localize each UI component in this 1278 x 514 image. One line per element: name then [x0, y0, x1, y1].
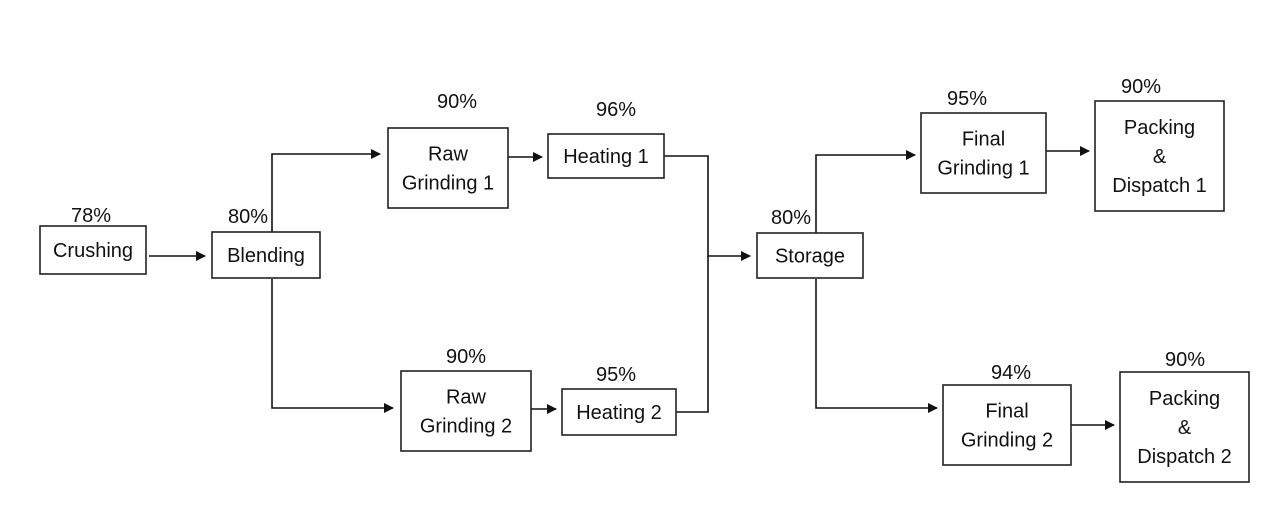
node-label: Heating 2	[576, 402, 662, 424]
node-percent: 96%	[596, 99, 636, 121]
node-box	[756, 232, 864, 279]
node-box	[547, 133, 665, 179]
arrow-heating-1-to-storage	[664, 155, 751, 261]
node-heating-2: Heating 2 95%	[561, 364, 677, 436]
node-label: Raw	[428, 144, 469, 166]
node-box	[39, 225, 147, 275]
node-packing-dispatch-2: Packing & Dispatch 2 90%	[1119, 349, 1250, 483]
node-percent: 95%	[596, 364, 636, 386]
node-label: Grinding 1	[402, 173, 494, 195]
arrow-storage-to-final-grinding-1	[815, 150, 916, 233]
node-packing-dispatch-1: Packing & Dispatch 1 90%	[1094, 76, 1225, 212]
node-box	[942, 384, 1072, 466]
node-percent: 90%	[437, 91, 477, 113]
node-crushing: Crushing 78%	[39, 205, 147, 275]
node-box	[387, 127, 509, 209]
node-box	[400, 370, 532, 452]
node-label: Grinding 2	[420, 416, 512, 438]
node-storage: Storage 80%	[756, 207, 864, 279]
node-percent: 94%	[991, 362, 1031, 384]
node-percent: 80%	[228, 206, 268, 228]
node-label: Packing	[1149, 388, 1220, 410]
node-label: Final	[985, 401, 1028, 423]
arrow-blending-to-raw-grinding-2	[271, 279, 394, 413]
node-label: &	[1178, 417, 1192, 439]
node-box	[1094, 100, 1225, 212]
node-percent: 90%	[1121, 76, 1161, 98]
arrow-storage-to-final-grinding-2	[815, 279, 938, 413]
node-percent: 78%	[71, 205, 111, 227]
connectors	[149, 146, 1115, 430]
node-label: Dispatch 2	[1137, 446, 1232, 468]
node-label: Heating 1	[563, 146, 649, 168]
node-label: Grinding 1	[937, 158, 1029, 180]
node-box	[211, 231, 321, 279]
node-label: Dispatch 1	[1112, 175, 1207, 197]
node-label: Packing	[1124, 117, 1195, 139]
node-heating-1: Heating 1 96%	[547, 99, 665, 179]
node-label: Storage	[775, 246, 845, 268]
node-box	[1119, 371, 1250, 483]
node-label: Grinding 2	[961, 430, 1053, 452]
node-label: &	[1153, 146, 1167, 168]
arrow-blending-to-raw-grinding-1	[271, 149, 381, 232]
arrow-heating-2-to-storage	[676, 256, 709, 413]
node-label: Crushing	[53, 240, 133, 262]
node-percent: 95%	[947, 88, 987, 110]
node-percent: 90%	[446, 346, 486, 368]
node-box	[920, 112, 1047, 194]
node-percent: 80%	[771, 207, 811, 229]
node-percent: 90%	[1165, 349, 1205, 371]
node-label: Final	[962, 129, 1005, 151]
node-label: Blending	[227, 245, 305, 267]
node-blending: Blending 80%	[211, 206, 321, 279]
node-box	[561, 388, 677, 436]
node-label: Raw	[446, 387, 487, 409]
